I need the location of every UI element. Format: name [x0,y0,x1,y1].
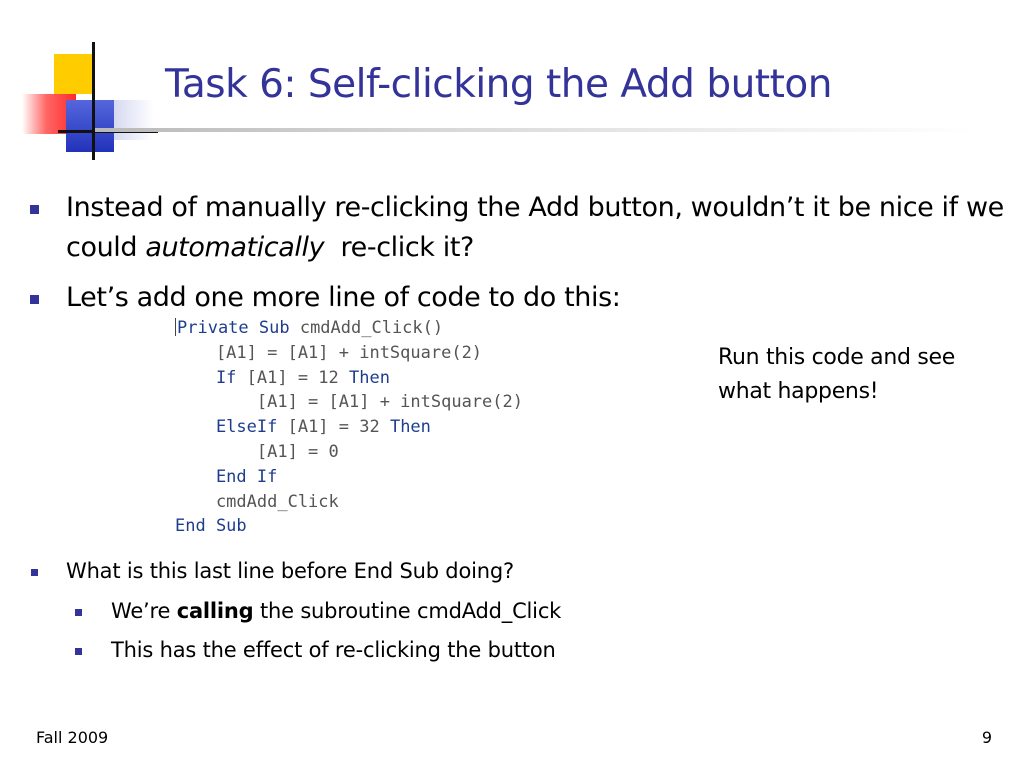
square-bullet-icon [75,648,82,655]
code-keyword: End If [175,466,278,487]
code-text: cmdAdd_Click [175,491,339,512]
bullet-1-text: Instead of manually re-clicking the Add … [66,192,1004,263]
code-keyword: End Sub [175,516,247,537]
square-bullet-icon [30,205,39,214]
sub-bullet-1-text-end: the subroutine cmdAdd_Click [253,599,562,623]
code-keyword: ElseIf [175,417,278,438]
slide-logo [18,42,168,162]
code-text: cmdAdd_Click() [289,318,444,338]
logo-blue-fade [114,100,154,140]
code-text: [A1] = 0 [175,441,339,462]
square-bullet-icon [31,569,38,576]
sub-bullet-1-text: We’re [111,599,177,623]
sub-bullet-2: This has the effect of re-clicking the b… [111,638,556,662]
logo-vertical-line [92,42,95,160]
code-text: [A1] = [A1] + intSquare(2) [175,342,483,363]
side-note: Run this code and see what happens! [718,345,955,404]
sub-bullet-1-bold: calling [176,599,254,623]
bullet-1-text-end: re-click it? [324,232,475,263]
text-cursor-icon [175,318,176,336]
code-keyword: If [175,367,237,388]
code-text: [A1] = 32 [277,417,390,438]
bullet-2: Let’s add one more line of code to do th… [66,282,621,313]
square-bullet-icon [75,609,82,616]
sub-bullet-1: We’re calling the subroutine cmdAdd_Clic… [111,595,561,627]
slide-title: Task 6: Self-clicking the Add button [165,62,832,107]
logo-yellow-square [54,54,94,94]
code-text: [A1] = [A1] + intSquare(2) [175,392,523,413]
code-block: Private Sub cmdAdd_Click() [A1] = [A1] +… [175,316,523,539]
bullet-3: What is this last line before End Sub do… [66,559,514,583]
code-text: [A1] = 12 [236,367,350,388]
code-keyword: Then [349,367,390,388]
code-keyword: Then [389,417,431,438]
bullet-1-emphasis: automatically [145,232,325,263]
footer-date: Fall 2009 [36,728,109,747]
code-keyword: Private Sub [177,318,290,338]
bullet-1: Instead of manually re-clicking the Add … [66,188,1006,268]
title-underline [95,128,975,132]
page-number: 9 [981,728,992,747]
square-bullet-icon [30,295,39,304]
logo-blue-square [66,100,114,152]
